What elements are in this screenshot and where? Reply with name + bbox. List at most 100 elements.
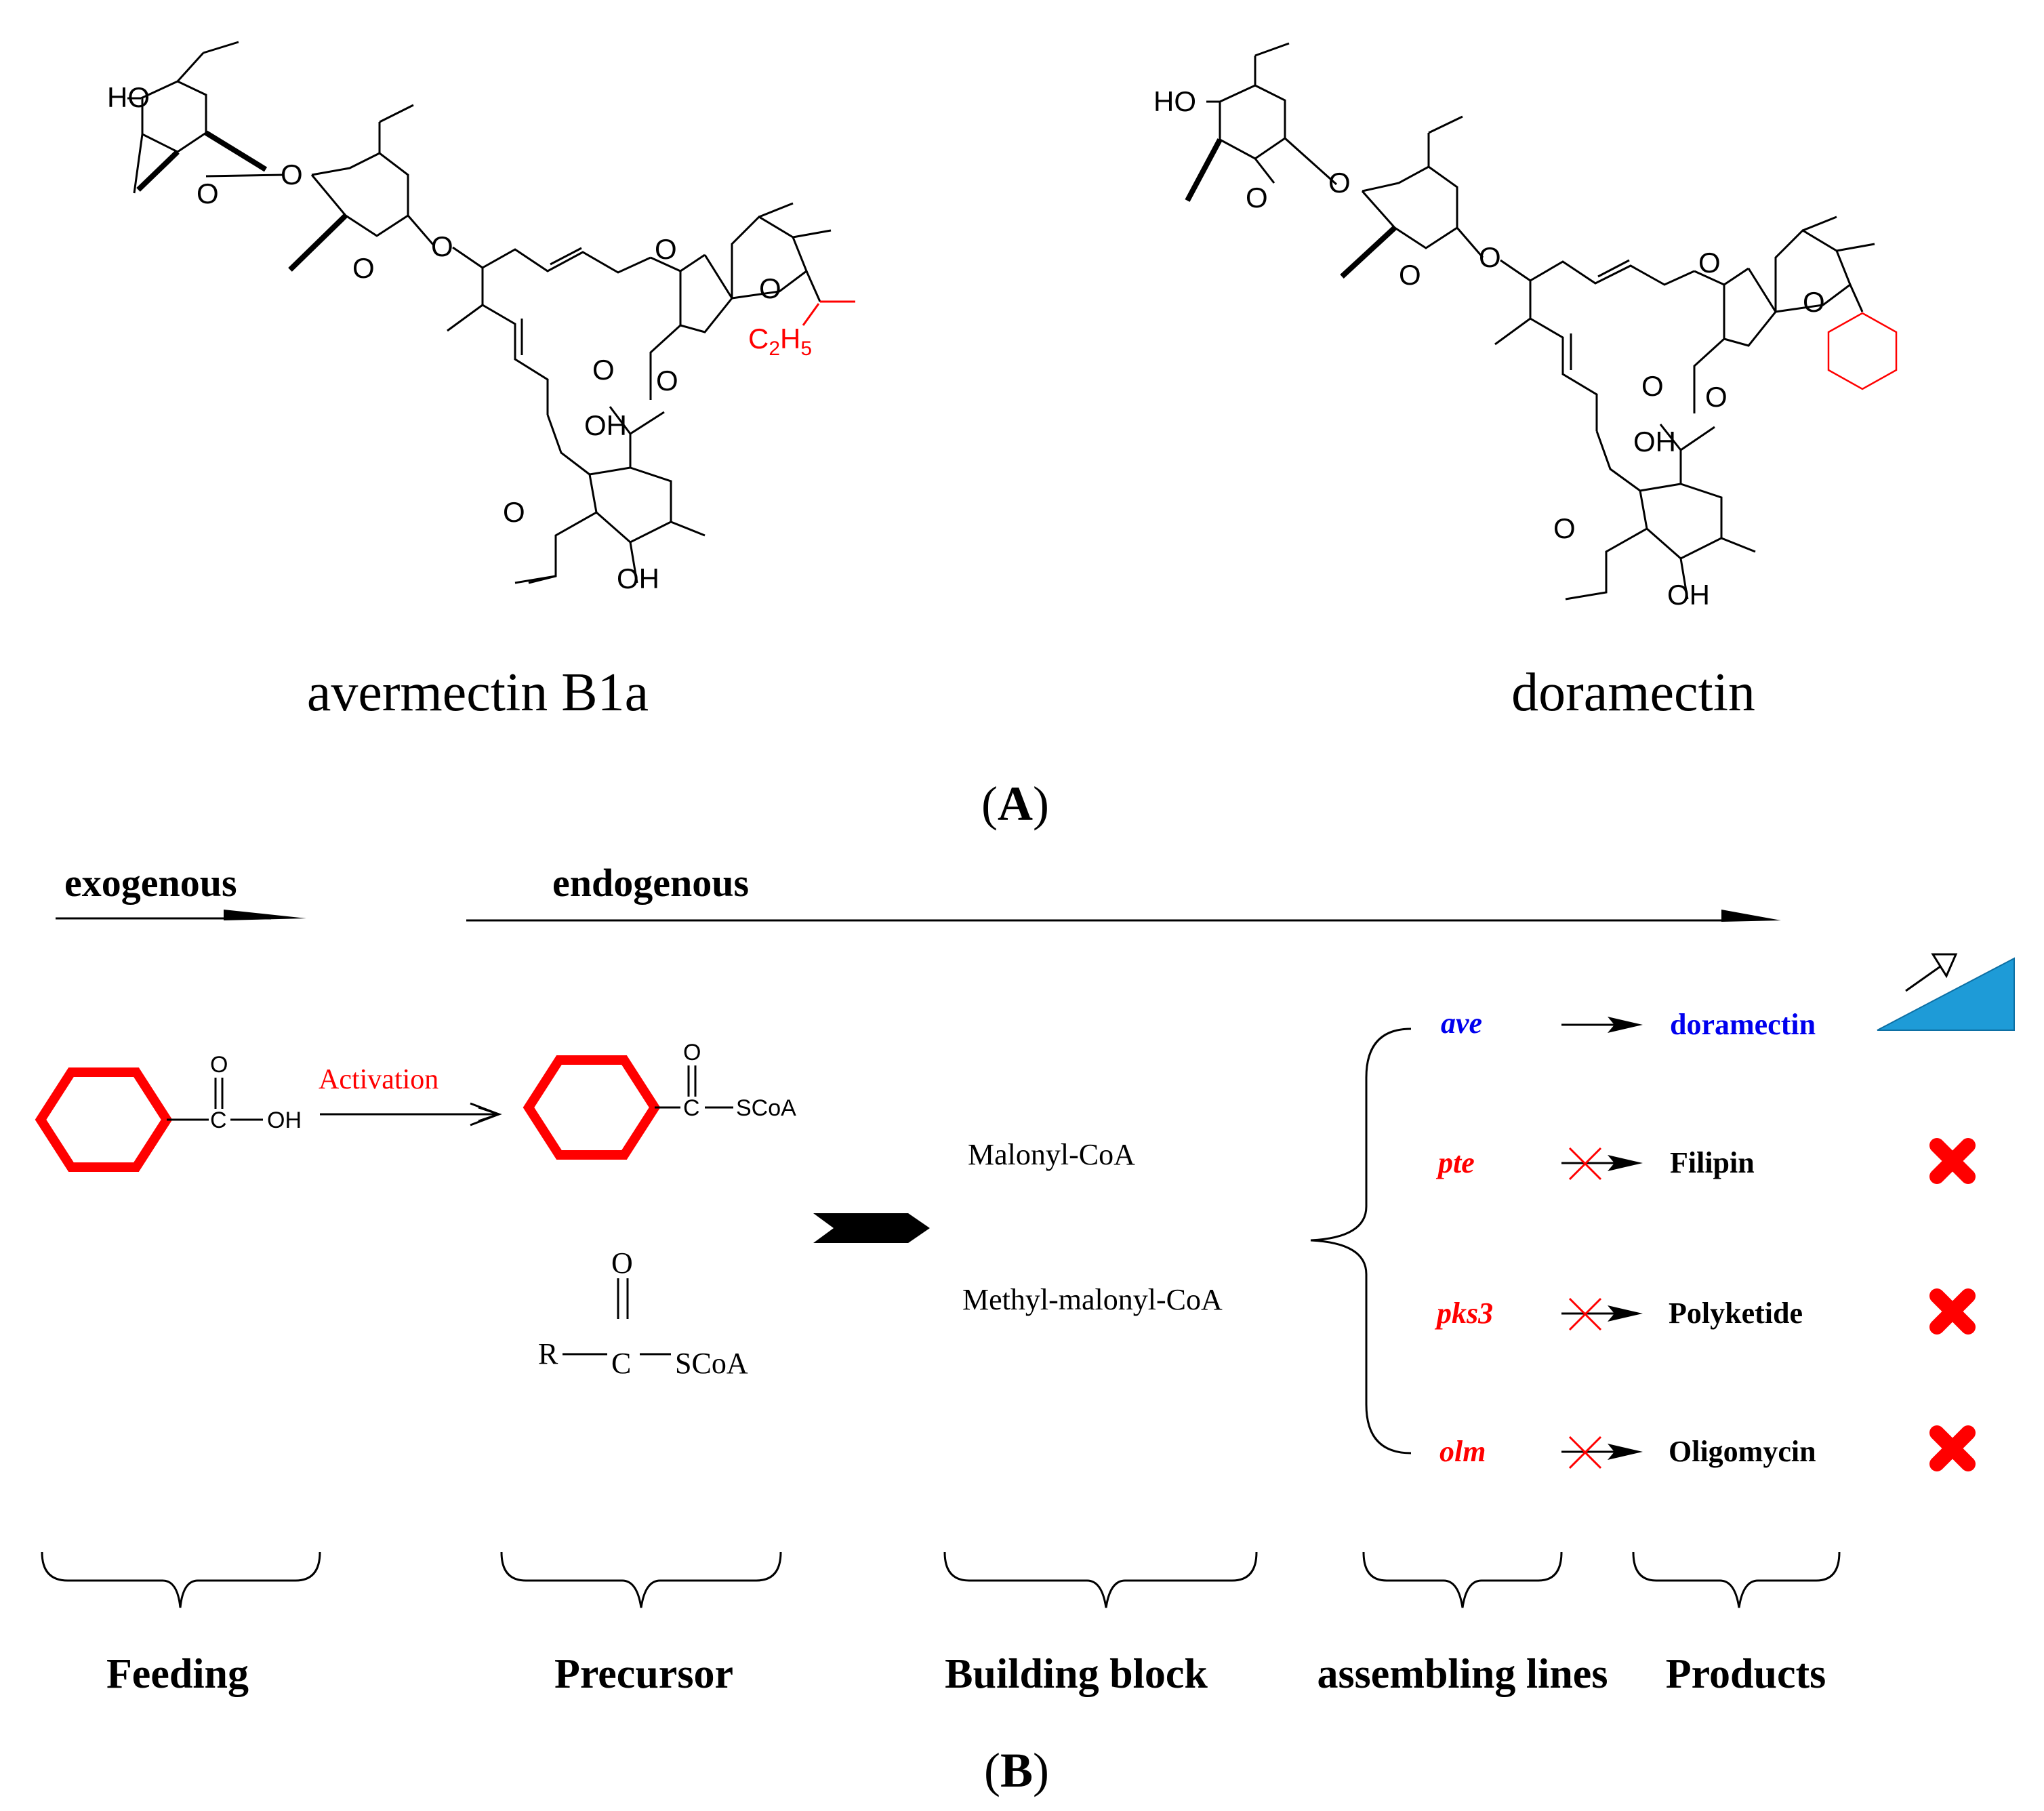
- atom-o-lactone: O: [592, 354, 615, 386]
- atom-oh-top: OH: [584, 409, 627, 441]
- atom-o-sugar1: O: [1246, 182, 1268, 213]
- increase-arrow-icon: [1905, 953, 1958, 992]
- panel-a-letter: A: [998, 777, 1033, 831]
- blocked-cross-icon: [1568, 1297, 1602, 1331]
- stage-label-products: Products: [1666, 1651, 1826, 1697]
- atom-o-lactone: O: [1641, 370, 1664, 402]
- gene-ave: ave: [1441, 1006, 1482, 1040]
- exogenous-label: exogenous: [64, 861, 237, 905]
- endogenous-label: endogenous: [552, 861, 749, 905]
- compound-name-doramectin: doramectin: [1511, 663, 1755, 723]
- avermectin-substituent: [802, 300, 855, 326]
- atom-o-spiro2: O: [759, 272, 781, 304]
- atom-o-sugar2: O: [1399, 259, 1421, 291]
- brace-assembling-lines: [1362, 1551, 1563, 1608]
- precursor-generic-r: R: [538, 1337, 558, 1370]
- feeding-cyclohexane-ring: [35, 1067, 173, 1172]
- doramectin-atom-labels: HO O O O O O O O O OH O OH: [1153, 85, 1825, 611]
- stage-label-precursor: Precursor: [554, 1651, 733, 1697]
- stage-label-building-block: Building block: [945, 1651, 1208, 1697]
- absent-product-x-icon: [1929, 1288, 1976, 1335]
- atom-o-ester: O: [1705, 381, 1728, 413]
- absent-product-x-icon: [1929, 1138, 1976, 1184]
- exogenous-arrow: [56, 910, 306, 920]
- panel-a-close: ): [1033, 777, 1049, 831]
- atom-o-spiro1: O: [1698, 247, 1721, 279]
- avermectin-b1a-structure: [127, 41, 832, 584]
- gene-olm: olm: [1439, 1435, 1486, 1468]
- doramectin-cyclohexyl: [1827, 312, 1898, 390]
- product-polyketide: Polyketide: [1669, 1297, 1803, 1330]
- feeding-carbon: C: [210, 1107, 227, 1133]
- atom-o-furan: O: [1553, 512, 1576, 544]
- building-block-methylmalonyl-coa: Methyl-malonyl-CoA: [962, 1283, 1223, 1316]
- panel-a-label: (A): [981, 777, 1049, 831]
- panel-b-label: (B): [984, 1743, 1049, 1797]
- feeding-carbonyl-o: O: [210, 1052, 228, 1078]
- brace-feeding: [41, 1551, 321, 1608]
- atom-o-sugar2: O: [352, 252, 375, 284]
- brace-precursor: [500, 1551, 782, 1608]
- brace-building-block: [943, 1551, 1258, 1608]
- product-doramectin: doramectin: [1670, 1008, 1816, 1041]
- panel-b-close: ): [1033, 1743, 1049, 1797]
- chevron-arrow-icon: [813, 1213, 930, 1243]
- gene-pks3: pks3: [1434, 1297, 1493, 1330]
- assembly-line-pte: pte Filipin: [1435, 1138, 1976, 1184]
- precursor-scoa: SCoA: [736, 1095, 796, 1121]
- atom-ho-sugar: HO: [107, 81, 150, 113]
- avermectin-atom-labels: HO O O O O O O O O OH O OH C2H5: [107, 81, 812, 594]
- atom-o-link2: O: [431, 230, 453, 262]
- assembly-line-pks3: pks3 Polyketide: [1434, 1288, 1976, 1335]
- blocked-cross-icon: [1568, 1147, 1602, 1181]
- endogenous-arrow: [466, 910, 1781, 922]
- precursor-generic-o: O: [611, 1246, 633, 1280]
- gene-pte: pte: [1435, 1146, 1475, 1179]
- precursor-generic-c: C: [611, 1347, 631, 1380]
- svg-text:(A): (A): [981, 777, 1049, 831]
- panel-b-letter: B: [1000, 1743, 1033, 1797]
- atom-o-ester: O: [656, 365, 678, 396]
- product-oligomycin: Oligomycin: [1669, 1435, 1816, 1468]
- activation-arrow: [320, 1102, 502, 1126]
- doramectin-structure: [1185, 42, 1875, 601]
- stage-labels: Feeding Precursor Building block assembl…: [106, 1651, 1826, 1697]
- atom-o-furan: O: [503, 496, 525, 528]
- assembly-line-ave: ave doramectin: [1441, 953, 2015, 1041]
- atom-o-link1: O: [281, 159, 303, 190]
- compound-name-avermectin: avermectin B1a: [307, 663, 649, 723]
- atom-o-spiro1: O: [655, 233, 677, 265]
- assembly-brace: [1310, 1027, 1412, 1454]
- atom-ho-sugar: HO: [1153, 85, 1196, 117]
- precursor-generic-scoa: SCoA: [675, 1347, 748, 1380]
- building-block-malonyl-coa: Malonyl-CoA: [968, 1138, 1135, 1171]
- feeding-acid-bonds: [167, 1078, 263, 1121]
- precursor-carbonyl-o: O: [683, 1040, 701, 1065]
- atom-o-link1: O: [1328, 167, 1351, 199]
- absent-product-x-icon: [1929, 1425, 1976, 1471]
- stage-braces: [41, 1551, 1841, 1608]
- panel-b-open: (: [984, 1743, 1000, 1797]
- precursor-carbon: C: [683, 1095, 700, 1121]
- increase-triangle-icon: [1877, 957, 2015, 1031]
- svg-text:(B): (B): [984, 1743, 1049, 1797]
- atom-ethyl-substituent: C2H5: [748, 323, 812, 360]
- stage-label-assembling-lines: assembling lines: [1317, 1651, 1608, 1697]
- atom-oh-bottom: OH: [617, 563, 659, 594]
- atom-o-spiro2: O: [1803, 286, 1825, 318]
- stage-label-feeding: Feeding: [106, 1651, 249, 1697]
- assembly-line-olm: olm Oligomycin: [1439, 1425, 1976, 1471]
- panel-a-open: (: [981, 777, 998, 831]
- atom-o-sugar1: O: [197, 178, 219, 209]
- brace-products: [1632, 1551, 1841, 1608]
- atom-oh-top: OH: [1633, 426, 1676, 457]
- feeding-hydroxyl: OH: [267, 1107, 302, 1133]
- precursor-generic-bonds: [563, 1278, 671, 1356]
- activation-label: Activation: [319, 1064, 438, 1095]
- atom-o-link2: O: [1479, 241, 1501, 273]
- precursor-cyclohexyl-bonds: [655, 1065, 733, 1109]
- precursor-cyclohexane-ring: [523, 1055, 661, 1160]
- blocked-cross-icon: [1568, 1436, 1602, 1469]
- atom-oh-bottom: OH: [1667, 579, 1710, 611]
